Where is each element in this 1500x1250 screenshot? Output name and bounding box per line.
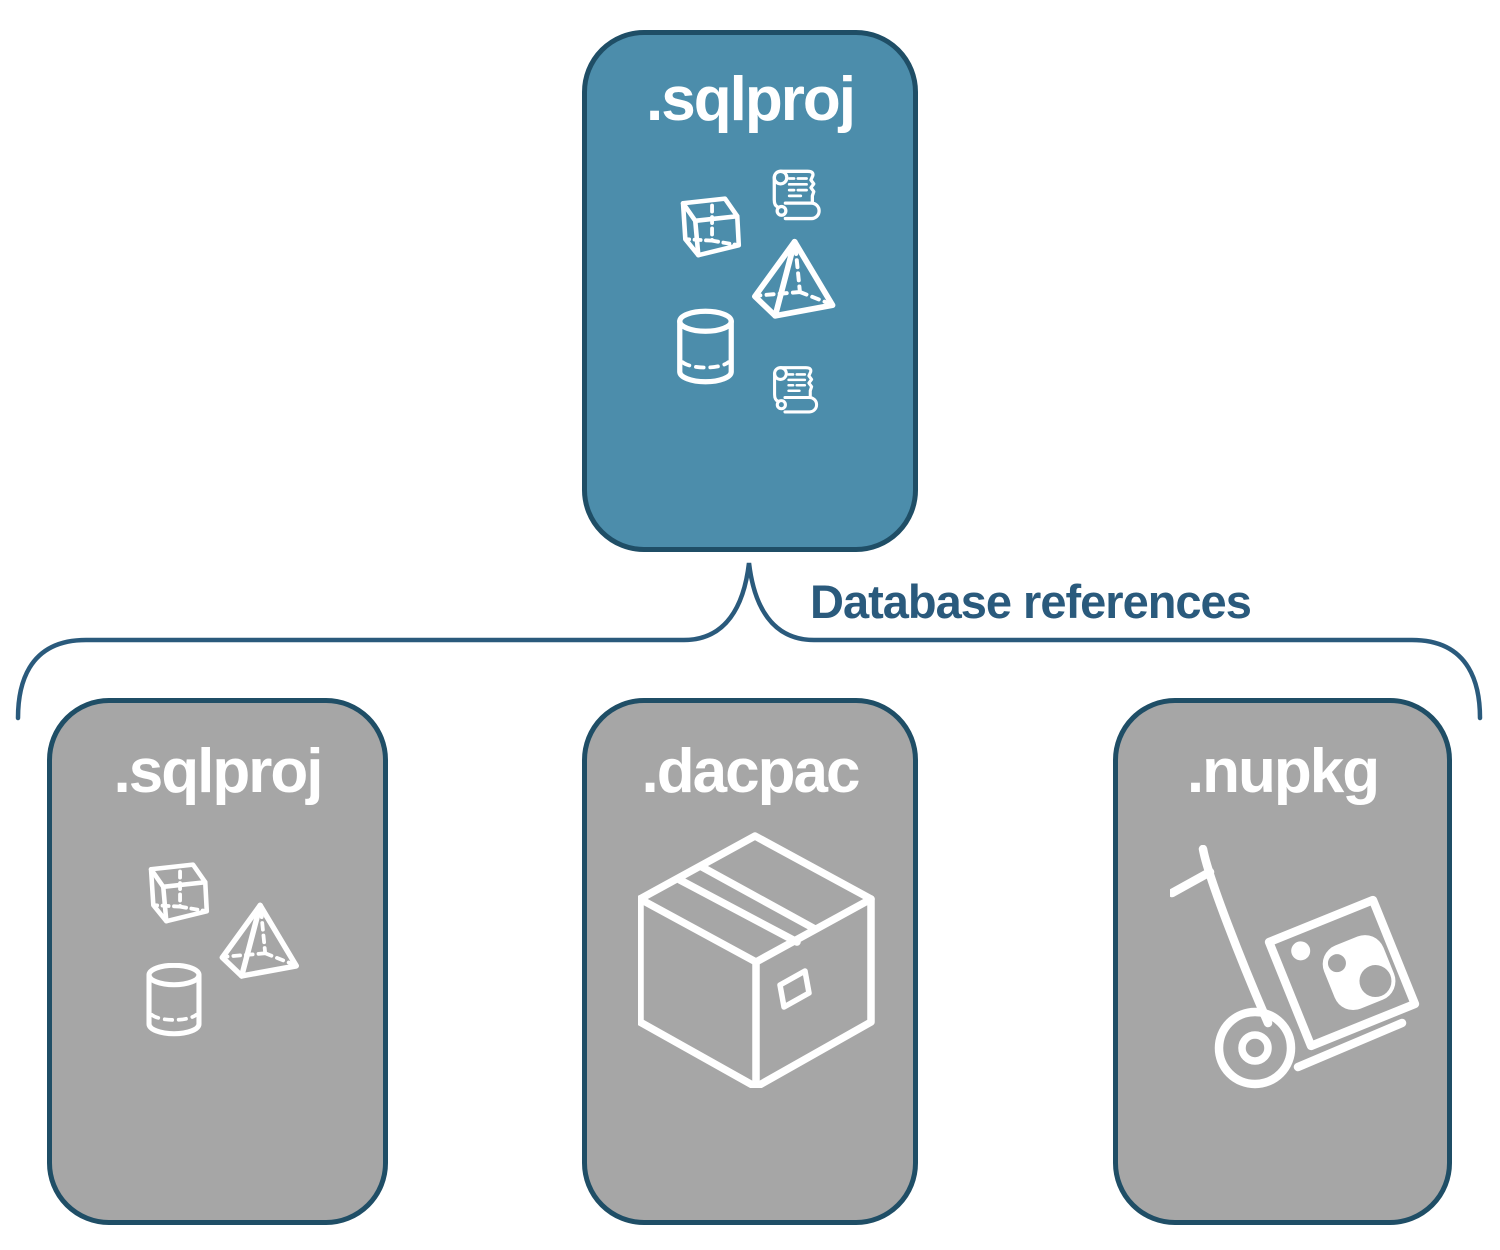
- cylinder-icon: [675, 308, 736, 386]
- scroll-icon: [768, 163, 822, 223]
- node-nupkg: .nupkg: [1113, 698, 1452, 1225]
- cube-icon: [135, 850, 219, 932]
- pyramid-icon: [747, 232, 844, 322]
- hand-truck-nuget-icon: [1170, 845, 1420, 1090]
- cylinder-icon: [143, 963, 205, 1037]
- child-node-title: .nupkg: [1186, 736, 1380, 806]
- brace-connector: [0, 540, 1500, 740]
- node-sqlproj-child: .sqlproj: [47, 698, 388, 1225]
- node-dacpac: .dacpac: [582, 698, 918, 1225]
- node-sqlproj-root: .sqlproj: [582, 30, 918, 552]
- cube-icon: [667, 185, 751, 265]
- connector-label: Database references: [810, 575, 1252, 628]
- scroll-icon: [768, 360, 820, 416]
- child-node-title: .sqlproj: [113, 736, 324, 806]
- root-node-title: .sqlproj: [646, 64, 856, 134]
- pyramid-icon: [212, 897, 310, 981]
- child-node-title: .dacpac: [641, 736, 861, 806]
- package-box-icon: [638, 832, 878, 1088]
